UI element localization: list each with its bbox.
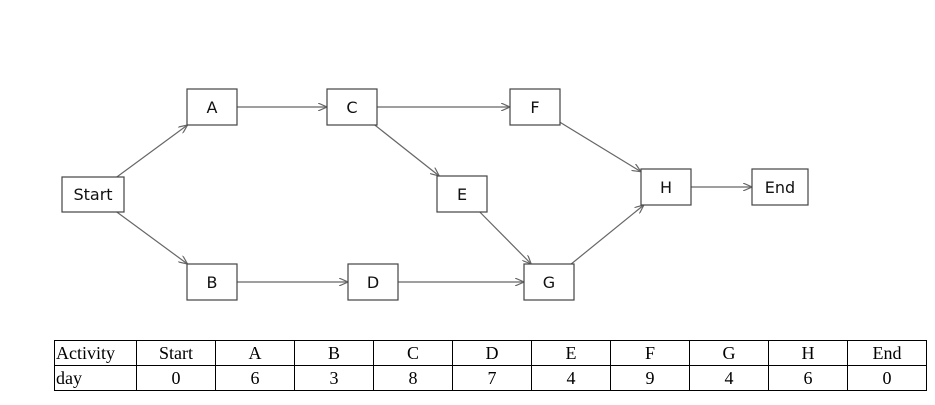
table-cell: D xyxy=(452,340,532,366)
table-row-day: day 0 6 3 8 7 4 9 4 6 0 xyxy=(54,365,927,391)
node-d: D xyxy=(347,263,399,301)
table-cell: 0 xyxy=(136,365,216,391)
node-end: End xyxy=(751,168,809,206)
node-a-label: A xyxy=(207,98,218,117)
table-cell: 6 xyxy=(215,365,295,391)
table-cell: 3 xyxy=(294,365,374,391)
table-cell: G xyxy=(689,340,769,366)
table-cell: E xyxy=(531,340,611,366)
table-cell: Start xyxy=(136,340,216,366)
table-cell: 4 xyxy=(689,365,769,391)
table-cell: 4 xyxy=(531,365,611,391)
table-cell: C xyxy=(373,340,453,366)
table-cell: 8 xyxy=(373,365,453,391)
node-g: G xyxy=(523,263,575,301)
table-cell: B xyxy=(294,340,374,366)
table-cell: F xyxy=(610,340,690,366)
node-end-label: End xyxy=(765,178,795,197)
table-row-activity: Activity Start A B C D E F G H End xyxy=(54,340,927,366)
node-e: E xyxy=(436,175,488,213)
table-cell: End xyxy=(847,340,927,366)
node-d-label: D xyxy=(367,273,379,292)
node-a: A xyxy=(186,88,238,126)
edges-layer xyxy=(116,107,752,282)
table-cell: 9 xyxy=(610,365,690,391)
node-f: F xyxy=(509,88,561,126)
node-h-label: H xyxy=(660,178,672,197)
edge-start-to-a xyxy=(116,125,188,178)
node-h: H xyxy=(640,168,692,206)
table-cell: 0 xyxy=(847,365,927,391)
activity-network-diagram: Start A B C D E F G H End xyxy=(61,88,809,301)
node-e-label: E xyxy=(457,185,467,204)
table-cell: A xyxy=(215,340,295,366)
node-start-label: Start xyxy=(73,185,112,204)
activity-duration-table: Activity Start A B C D E F G H End day 0… xyxy=(54,340,927,391)
table-cell: 7 xyxy=(452,365,532,391)
edge-g-to-h xyxy=(570,205,644,265)
row-label-day: day xyxy=(54,365,137,391)
node-b-label: B xyxy=(207,273,218,292)
edge-start-to-b xyxy=(116,211,188,264)
node-c-label: C xyxy=(346,98,357,117)
node-c: C xyxy=(326,88,378,126)
node-start: Start xyxy=(61,176,125,213)
node-g-label: G xyxy=(543,273,555,292)
row-label-activity: Activity xyxy=(54,340,137,366)
table-cell: H xyxy=(768,340,848,366)
edge-f-to-h xyxy=(559,121,641,171)
edge-e-to-g xyxy=(479,211,531,264)
table-cell: 6 xyxy=(768,365,848,391)
node-f-label: F xyxy=(530,98,539,117)
node-b: B xyxy=(186,263,238,301)
edge-c-to-e xyxy=(374,124,439,176)
